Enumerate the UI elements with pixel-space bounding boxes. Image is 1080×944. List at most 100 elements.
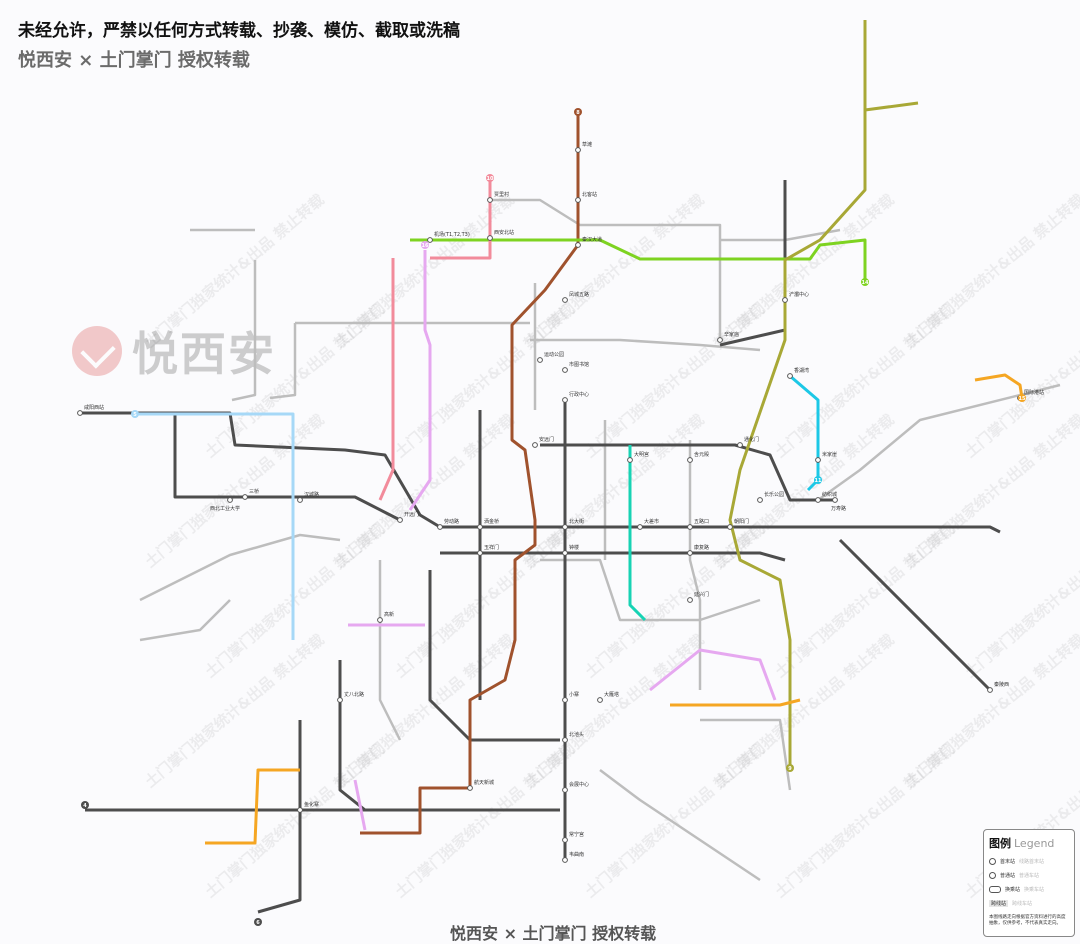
station-marker[interactable]: [575, 197, 581, 203]
station-marker[interactable]: [377, 617, 383, 623]
station-label[interactable]: 延兴门: [694, 591, 709, 598]
station-label[interactable]: 小寨: [569, 691, 579, 698]
station-marker[interactable]: [597, 697, 603, 703]
station-label[interactable]: 通化门: [744, 436, 759, 443]
station-marker[interactable]: [737, 442, 743, 448]
station-marker[interactable]: [717, 337, 723, 343]
station-label[interactable]: 高新: [384, 611, 394, 618]
metro-line-dark: [719, 180, 787, 347]
station-marker[interactable]: [575, 242, 581, 248]
station-label[interactable]: 钟楼: [569, 544, 579, 551]
station-marker[interactable]: [987, 687, 993, 693]
station-marker[interactable]: [337, 697, 343, 703]
station-label[interactable]: 大雁塔: [604, 691, 619, 698]
station-label[interactable]: 运动公园: [544, 351, 564, 358]
station-label[interactable]: 万寿路: [831, 505, 846, 512]
station-marker[interactable]: [467, 785, 473, 791]
station-marker[interactable]: [537, 357, 543, 363]
station-marker[interactable]: [687, 597, 693, 603]
station-label[interactable]: 朝阳门: [734, 518, 749, 525]
station-marker[interactable]: [757, 497, 763, 503]
station-label[interactable]: 玉祥门: [484, 544, 499, 551]
station-label[interactable]: 丈八北路: [344, 691, 364, 698]
station-marker[interactable]: [477, 524, 483, 530]
station-label[interactable]: 三桥: [249, 488, 259, 495]
station-marker[interactable]: [787, 373, 793, 379]
station-label[interactable]: 秦陵西: [994, 681, 1009, 688]
station-label[interactable]: 五路口: [694, 518, 709, 525]
station-label[interactable]: 秦汉大道: [582, 236, 602, 243]
station-label[interactable]: 凤城五路: [569, 291, 589, 298]
station-label[interactable]: 机场(T1,T2,T3): [434, 231, 470, 238]
station-marker[interactable]: [637, 524, 643, 530]
station-marker[interactable]: [832, 497, 838, 503]
station-label[interactable]: 大明宫: [634, 451, 649, 458]
station-label[interactable]: 含元殿: [694, 451, 709, 458]
station-marker[interactable]: [687, 550, 693, 556]
station-marker[interactable]: [297, 497, 303, 503]
line-badge: 6: [254, 918, 262, 926]
station-marker[interactable]: [562, 524, 568, 530]
station-label[interactable]: 市图书馆: [569, 361, 589, 368]
station-marker[interactable]: [562, 857, 568, 863]
station-marker[interactable]: [727, 524, 733, 530]
station-marker[interactable]: [477, 550, 483, 556]
station-marker[interactable]: [297, 807, 303, 813]
station-label[interactable]: 鱼化寨: [304, 801, 319, 808]
station-label[interactable]: 洒金桥: [484, 518, 499, 525]
station-marker[interactable]: [242, 494, 248, 500]
station-marker[interactable]: [562, 297, 568, 303]
station-marker[interactable]: [427, 237, 433, 243]
station-marker[interactable]: [487, 197, 493, 203]
station-label[interactable]: 辛家庙: [724, 331, 739, 338]
station-label[interactable]: 北池头: [569, 731, 584, 738]
station-label[interactable]: 康复路: [694, 544, 709, 551]
station-marker[interactable]: [575, 147, 581, 153]
station-label[interactable]: 贾里村: [494, 191, 509, 198]
station-label[interactable]: 会展中心: [569, 781, 589, 788]
station-marker[interactable]: [227, 497, 233, 503]
station-marker[interactable]: [562, 787, 568, 793]
station-marker[interactable]: [562, 397, 568, 403]
station-label[interactable]: 咸阳西站: [84, 404, 104, 411]
station-label[interactable]: 韦曲南: [569, 851, 584, 858]
station-marker[interactable]: [815, 497, 821, 503]
station-label[interactable]: 西安北站: [494, 229, 514, 236]
station-label[interactable]: 北客站: [582, 191, 597, 198]
station-label[interactable]: 长乐公园: [764, 491, 784, 498]
station-label[interactable]: 国际港站: [1024, 389, 1044, 396]
station-label[interactable]: 草滩: [582, 141, 592, 148]
station-marker[interactable]: [562, 550, 568, 556]
station-label[interactable]: 浐灞中心: [789, 291, 809, 298]
station-label[interactable]: 纺织城: [822, 491, 837, 498]
station-label[interactable]: 劳动路: [444, 518, 459, 525]
station-marker[interactable]: [562, 367, 568, 373]
metro-line-dark: [428, 570, 560, 742]
station-marker[interactable]: [437, 524, 443, 530]
line-badge: 9: [786, 764, 794, 772]
station-label[interactable]: 大差市: [644, 518, 659, 525]
station-label[interactable]: 行政中心: [569, 391, 589, 398]
station-label[interactable]: 汉城路: [304, 491, 319, 498]
station-label[interactable]: 米家崖: [822, 451, 837, 458]
station-marker[interactable]: [687, 524, 693, 530]
station-marker[interactable]: [532, 442, 538, 448]
station-marker[interactable]: [77, 410, 83, 416]
station-label[interactable]: 西北工业大学: [210, 505, 240, 512]
station-marker[interactable]: [487, 235, 493, 241]
station-label[interactable]: 安远门: [539, 436, 554, 443]
station-marker[interactable]: [562, 737, 568, 743]
station-marker[interactable]: [782, 297, 788, 303]
metro-line-lightblue: [135, 412, 295, 640]
station-marker[interactable]: [562, 697, 568, 703]
station-label[interactable]: 北大街: [569, 518, 584, 525]
station-marker[interactable]: [687, 457, 693, 463]
station-marker[interactable]: [627, 457, 633, 463]
station-marker[interactable]: [562, 837, 568, 843]
station-marker[interactable]: [815, 457, 821, 463]
station-label[interactable]: 开远门: [404, 511, 419, 518]
station-label[interactable]: 航天新城: [474, 779, 494, 786]
station-marker[interactable]: [397, 517, 403, 523]
station-label[interactable]: 香湖湾: [794, 367, 809, 374]
station-label[interactable]: 常宁宫: [569, 831, 584, 838]
